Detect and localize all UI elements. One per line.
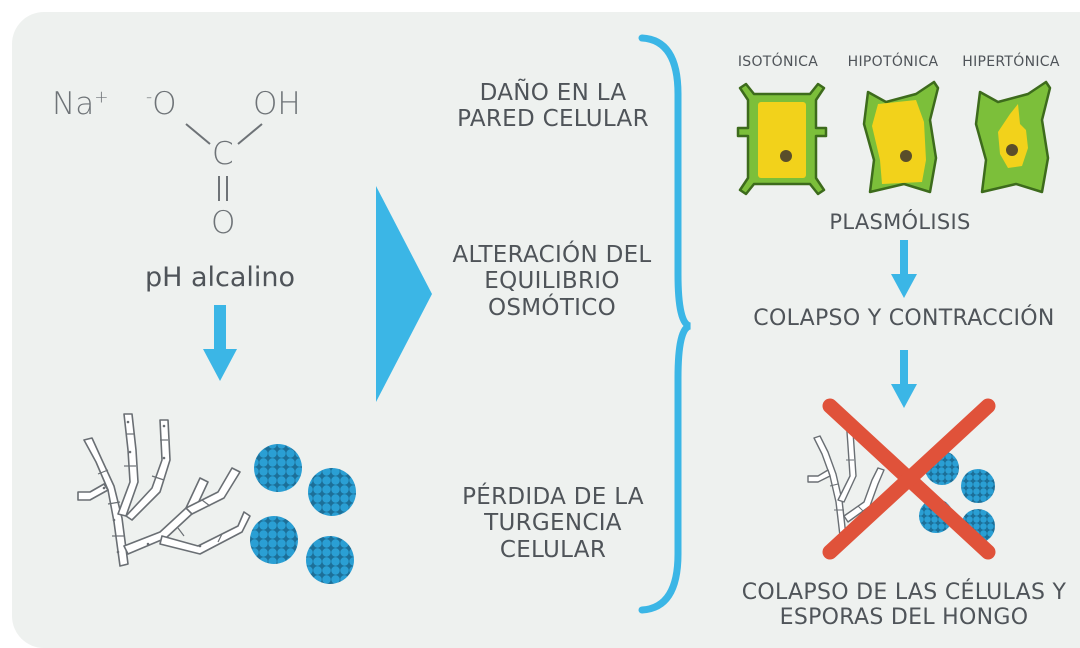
effect-turgor: PÉRDIDA DE LA TURGENCIA CELULAR xyxy=(442,484,664,563)
arrow-down-icon xyxy=(891,240,917,298)
oxygen-bottom-label: O xyxy=(211,205,236,241)
arrow-down-icon xyxy=(891,350,917,408)
cell-state-hypertonic: HIPERTÓNICA xyxy=(962,54,1060,70)
cell-state-hypotonic: HIPOTÓNICA xyxy=(847,54,939,70)
sodium-charge: + xyxy=(94,87,109,108)
effect-line: OSMÓTICO xyxy=(487,294,617,321)
effect-line: TURGENCIA xyxy=(484,510,622,537)
plasmolysis-label: PLASMÓLISIS xyxy=(829,210,971,234)
isotonic-cell-icon xyxy=(736,82,828,196)
oxygen-left-charge: - xyxy=(146,87,153,108)
result-label: COLAPSO DE LAS CÉLULAS Y ESPORAS DEL HON… xyxy=(730,580,1078,631)
effect-line: DAÑO EN LA xyxy=(479,80,627,106)
result-line: COLAPSO DE LAS CÉLULAS Y xyxy=(741,580,1067,605)
cell-state-isotonic: ISOTÓNICA xyxy=(737,54,819,70)
carbon-label: C xyxy=(212,136,234,172)
fungal-hyphae-icon xyxy=(77,413,251,567)
collapse-label: COLAPSO Y CONTRACCIÓN xyxy=(753,306,1055,331)
sodium-label: Na+ xyxy=(52,86,108,122)
bracket-icon xyxy=(638,34,692,614)
hypotonic-cell-icon xyxy=(862,80,940,194)
cross-icon xyxy=(822,398,996,560)
fungal-spores-icon xyxy=(250,444,356,584)
arrow-down-icon xyxy=(203,305,237,381)
hypertonic-cell-icon xyxy=(974,80,1052,194)
process-arrow-icon xyxy=(376,186,432,402)
collapsed-hyphae-icon xyxy=(807,417,885,537)
effect-line: EQUILIBRIO xyxy=(484,268,620,295)
oxygen-left-symbol: O xyxy=(152,86,177,122)
sodium-symbol: Na xyxy=(52,86,95,122)
effect-cell-wall: DAÑO EN LA PARED CELULAR xyxy=(442,80,664,133)
oxygen-left-label: -O xyxy=(146,86,177,122)
effect-osmotic: ALTERACIÓN DEL EQUILIBRIO OSMÓTICO xyxy=(432,242,672,321)
ph-label: pH alcalino xyxy=(144,262,296,293)
hydroxyl-label: OH xyxy=(253,86,301,122)
effect-line: PARED CELULAR xyxy=(457,106,649,133)
effect-line: ALTERACIÓN DEL xyxy=(452,242,652,268)
result-line: ESPORAS DEL HONGO xyxy=(779,605,1029,631)
effect-line: PÉRDIDA DE LA xyxy=(462,484,644,510)
effect-line: CELULAR xyxy=(499,536,607,563)
